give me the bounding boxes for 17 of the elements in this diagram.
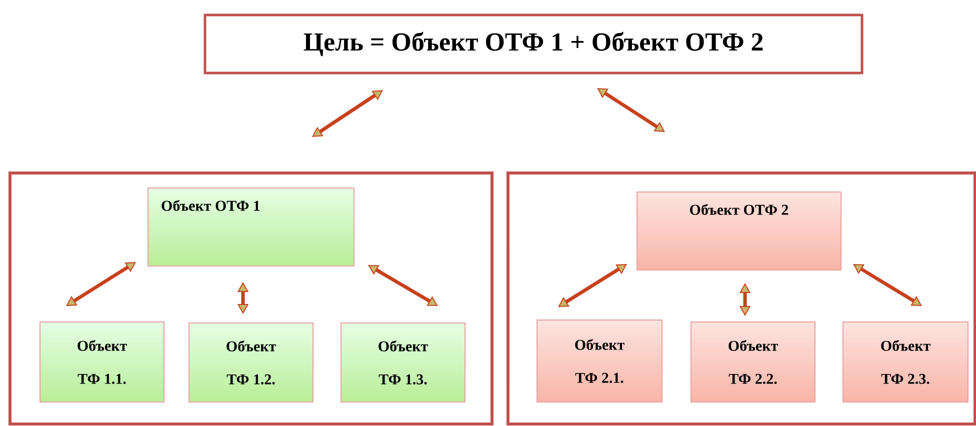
title-box: Цель = Объект ОТФ 1 + Объект ОТФ 2 xyxy=(204,14,864,74)
process-box: Объект ТФ 2.1. xyxy=(536,320,662,402)
arrow xyxy=(597,88,665,132)
arrow xyxy=(368,265,438,306)
process-box: Объект ТФ 2.3. xyxy=(842,322,968,402)
process-box: Объект ТФ 1.1. xyxy=(40,322,164,402)
process-box: Объект ОТФ 1 xyxy=(148,188,354,266)
arrow xyxy=(558,264,627,307)
arrow xyxy=(853,264,922,306)
process-box: Объект ТФ 1.3. xyxy=(340,322,466,402)
process-box: Объект ТФ 2.2. xyxy=(690,322,816,402)
process-box: Объект ОТФ 2 xyxy=(636,192,842,270)
arrow xyxy=(66,262,136,306)
group-panel xyxy=(506,172,976,426)
process-box: Объект ТФ 1.2. xyxy=(188,322,314,402)
arrow xyxy=(312,90,383,137)
group-panel xyxy=(8,172,494,426)
